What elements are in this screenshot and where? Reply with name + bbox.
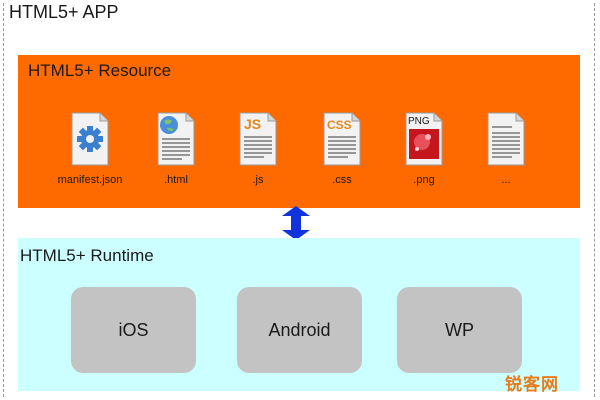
png-file-icon: PNG <box>405 112 443 166</box>
js-file-icon: JS <box>239 112 277 166</box>
file-item-css: CSS .css <box>300 107 384 197</box>
resource-panel: HTML5+ Resource manifest.json <box>18 55 580 208</box>
file-item-manifest: manifest.json <box>48 107 132 197</box>
js-tag: JS <box>244 116 261 132</box>
platform-ios: iOS <box>71 287 196 373</box>
runtime-title: HTML5+ Runtime <box>20 246 154 265</box>
file-label: .png <box>413 174 435 186</box>
app-title: HTML5+ APP <box>9 2 119 22</box>
app-frame <box>3 3 595 397</box>
css-file-icon: CSS <box>323 112 361 166</box>
double-arrow-icon <box>282 206 310 240</box>
file-label: .css <box>332 174 352 186</box>
file-label: .html <box>164 174 188 186</box>
file-item-other: ... <box>464 107 548 197</box>
png-tag: PNG <box>408 116 430 127</box>
gear-file-icon <box>71 112 109 166</box>
file-item-html: .html <box>134 107 218 197</box>
platform-android: Android <box>237 287 362 373</box>
file-item-js: JS .js <box>216 107 300 197</box>
watermark: 锐客网 <box>505 375 559 394</box>
file-item-png: PNG .png <box>382 107 466 197</box>
runtime-panel: HTML5+ Runtime iOS Android WP <box>18 238 580 391</box>
resource-title: HTML5+ Resource <box>28 61 172 80</box>
generic-file-icon <box>487 112 525 166</box>
file-label: ... <box>501 174 511 186</box>
file-list: manifest.json .html JS <box>18 107 580 197</box>
file-label: .js <box>252 174 264 186</box>
globe-file-icon <box>157 112 195 166</box>
file-label: manifest.json <box>57 174 123 186</box>
css-tag: CSS <box>327 118 352 132</box>
platform-wp: WP <box>397 287 522 373</box>
